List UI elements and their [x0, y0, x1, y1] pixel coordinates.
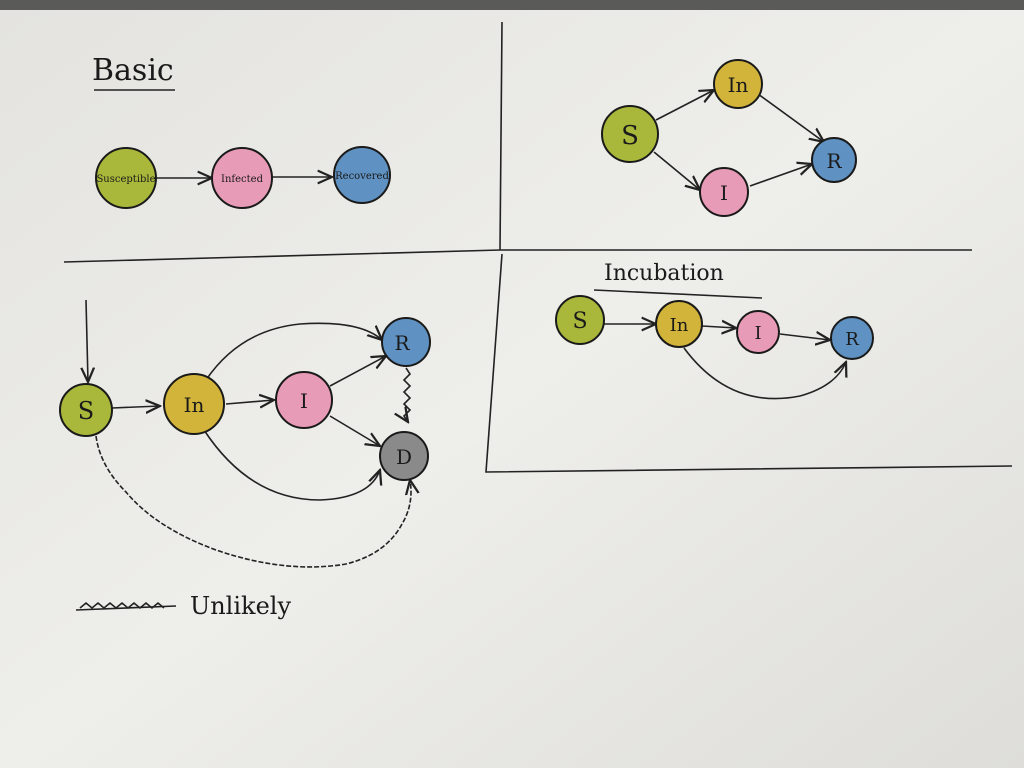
node-s: S: [601, 105, 659, 163]
edge: [111, 406, 160, 408]
svg-text:D: D: [396, 445, 412, 469]
edge: [86, 299, 88, 382]
svg-text:In: In: [184, 393, 205, 417]
svg-text:Infected: Infected: [221, 174, 264, 185]
legend-label: Unlikely: [190, 592, 291, 620]
node-r: R: [381, 317, 431, 367]
paper-sheet: [0, 10, 1024, 768]
svg-text:I: I: [754, 323, 761, 344]
incubation-box: [485, 253, 1013, 473]
svg-text:Susceptible: Susceptible: [96, 174, 155, 185]
svg-text:I: I: [300, 389, 308, 413]
svg-text:S: S: [78, 397, 94, 425]
legend-line: [75, 605, 177, 611]
node-in: In: [655, 300, 703, 348]
incubation-title: Incubation: [604, 261, 724, 286]
svg-text:I: I: [720, 181, 728, 205]
edge: [225, 400, 274, 404]
divider-vertical: [499, 21, 503, 251]
node-in: In: [713, 59, 763, 109]
edge: [683, 347, 846, 400]
legend-wavy-icon: [79, 601, 165, 610]
unlikely-edge: [95, 435, 411, 568]
svg-text:In: In: [728, 73, 749, 97]
node-i: I: [736, 310, 780, 354]
node-r: R: [830, 316, 874, 360]
node-s: S: [555, 295, 605, 345]
unlikely-edge: [404, 367, 412, 422]
svg-text:Recovered: Recovered: [335, 171, 389, 182]
node-recovered: Recovered: [333, 146, 391, 204]
edge: [701, 326, 736, 328]
edge: [749, 164, 812, 187]
edge: [779, 334, 830, 340]
svg-text:In: In: [670, 315, 689, 336]
edge: [203, 429, 380, 501]
svg-text:R: R: [845, 329, 859, 350]
node-d: D: [379, 431, 429, 481]
svg-text:R: R: [826, 149, 842, 173]
node-susceptible: Susceptible: [95, 147, 157, 209]
incubation-title-underline: [593, 289, 763, 299]
svg-text:S: S: [572, 309, 587, 334]
node-in: In: [163, 373, 225, 435]
basic-title: Basic: [92, 53, 174, 88]
edge: [205, 322, 382, 381]
edge: [653, 151, 700, 190]
svg-text:R: R: [394, 331, 410, 355]
node-i: I: [275, 371, 333, 429]
node-infected: Infected: [211, 147, 273, 209]
svg-text:S: S: [621, 121, 639, 151]
edge: [329, 415, 380, 446]
node-i: I: [699, 167, 749, 217]
node-r: R: [811, 137, 857, 183]
node-s: S: [59, 383, 113, 437]
edge: [329, 356, 386, 387]
divider-horizontal: [63, 249, 972, 263]
edge: [757, 93, 824, 142]
edge: [655, 90, 714, 121]
